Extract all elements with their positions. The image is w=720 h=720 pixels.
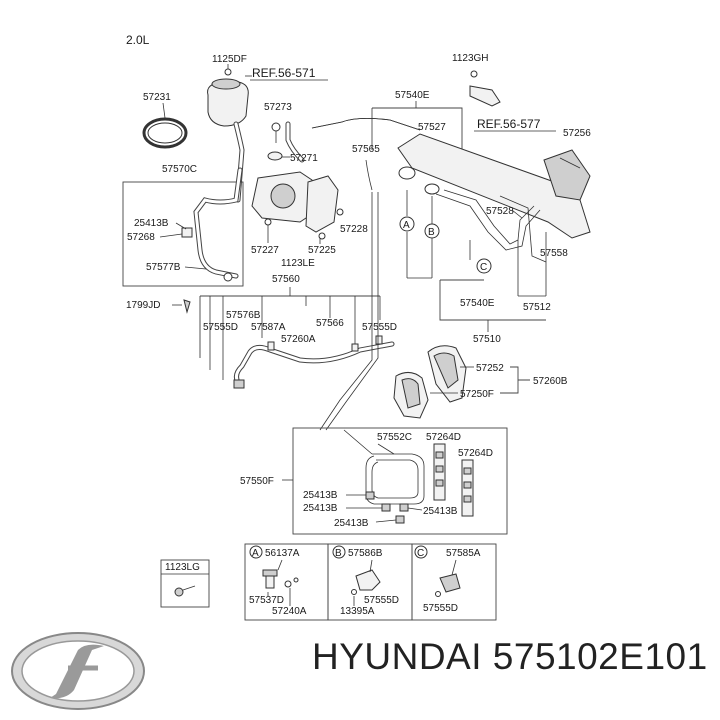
steering-rack xyxy=(311,118,591,263)
label-1123GH: 1123GH xyxy=(452,53,489,64)
svg-text:B: B xyxy=(428,227,435,238)
detail-B-clip xyxy=(351,559,381,595)
label-57240A: 57240A xyxy=(272,606,307,617)
engine-label: 2.0L xyxy=(126,33,150,47)
cooler-pipe-57550F xyxy=(343,429,425,505)
heat-shield-57250F xyxy=(393,372,429,419)
label-57552C: 57552C xyxy=(377,432,412,443)
label-57576B: 57576B xyxy=(226,310,261,321)
callout-B: B xyxy=(424,223,440,239)
svg-text:B: B xyxy=(335,548,342,559)
label-57587A: 57587A xyxy=(251,322,286,333)
clamp-strip-57264D-a xyxy=(433,443,446,501)
label-57510: 57510 xyxy=(473,334,501,345)
label-ref-56-577: REF.56-577 xyxy=(477,117,541,131)
heat-shield-57252 xyxy=(427,345,467,403)
label-57260B: 57260B xyxy=(533,376,568,387)
label-57540E-bot: 57540E xyxy=(460,298,495,309)
label-57256: 57256 xyxy=(563,128,591,139)
callout-C: C xyxy=(476,258,492,274)
label-57555D-c: 57555D xyxy=(364,595,399,606)
label-57555D-d: 57555D xyxy=(423,603,458,614)
label-25413B-d: 25413B xyxy=(334,518,369,529)
label-1123LG: 1123LG xyxy=(165,562,200,573)
return-hose-57570C xyxy=(181,167,243,282)
label-1799JD: 1799JD xyxy=(126,300,160,311)
pressure-hose-57560 xyxy=(233,335,395,389)
box-1123LG xyxy=(160,559,210,608)
callout-A: A xyxy=(399,216,415,232)
label-57264D-a: 57264D xyxy=(426,432,461,443)
label-57555D-b: 57555D xyxy=(362,322,397,333)
label-57260A: 57260A xyxy=(281,334,316,345)
box-57570C xyxy=(122,181,244,287)
label-57264D-b: 57264D xyxy=(458,448,493,459)
label-57528: 57528 xyxy=(486,206,514,217)
detail-C-clip xyxy=(435,559,461,597)
oring-57231 xyxy=(142,117,188,149)
label-57271: 57271 xyxy=(290,153,318,164)
brand-part-number: HYUNDAI 575102E101 xyxy=(312,636,708,677)
detail-A-mark: A xyxy=(249,545,263,559)
label-57252: 57252 xyxy=(476,363,504,374)
label-57558: 57558 xyxy=(540,248,568,259)
detail-B-mark: B xyxy=(332,545,346,559)
label-57512: 57512 xyxy=(523,302,551,313)
label-56137A: 56137A xyxy=(265,548,300,559)
detail-A-fitting xyxy=(262,559,299,589)
label-57540E-top: 57540E xyxy=(395,90,430,101)
svg-text:A: A xyxy=(252,548,259,559)
reservoir-group xyxy=(207,64,252,203)
bracket-57510 xyxy=(439,280,546,321)
label-57537D: 57537D xyxy=(249,595,284,606)
label-1123LE: 1123LE xyxy=(281,258,315,269)
svg-text:A: A xyxy=(403,220,410,231)
svg-text:C: C xyxy=(417,548,424,559)
hyundai-logo-icon xyxy=(11,632,145,710)
label-57268: 57268 xyxy=(127,232,155,243)
label-ref-56-571: REF.56-571 xyxy=(252,66,316,80)
pump-group xyxy=(251,121,344,240)
label-57570C: 57570C xyxy=(162,164,197,175)
svg-text:C: C xyxy=(480,262,487,273)
label-57566: 57566 xyxy=(316,318,344,329)
detail-C-mark: C xyxy=(414,545,428,559)
bracket-57540E-top xyxy=(372,107,463,160)
label-25413B-e: 25413B xyxy=(423,506,458,517)
label-57250F: 57250F xyxy=(460,389,494,400)
label-57228: 57228 xyxy=(340,224,368,235)
label-57555D-a: 57555D xyxy=(203,322,238,333)
label-1125DF: 1125DF xyxy=(212,54,247,65)
label-57227: 57227 xyxy=(251,245,279,256)
label-57577B: 57577B xyxy=(146,262,181,273)
label-25413B-c: 25413B xyxy=(303,503,338,514)
label-57586B: 57586B xyxy=(348,548,383,559)
label-57565: 57565 xyxy=(352,144,380,155)
label-57273: 57273 xyxy=(264,102,292,113)
label-25413B-b: 25413B xyxy=(303,490,338,501)
detail-box-C xyxy=(411,543,497,621)
label-57225: 57225 xyxy=(308,245,336,256)
clamp-strip-57264D-b xyxy=(461,459,474,517)
label-57527: 57527 xyxy=(418,122,446,133)
label-57560: 57560 xyxy=(272,274,300,285)
label-57231: 57231 xyxy=(143,92,171,103)
box-57550F xyxy=(292,427,508,535)
bolt-1123LG xyxy=(174,585,196,597)
label-57550F: 57550F xyxy=(240,476,274,487)
label-57585A: 57585A xyxy=(446,548,481,559)
label-13395A: 13395A xyxy=(340,606,375,617)
label-25413B-a: 25413B xyxy=(134,218,169,229)
